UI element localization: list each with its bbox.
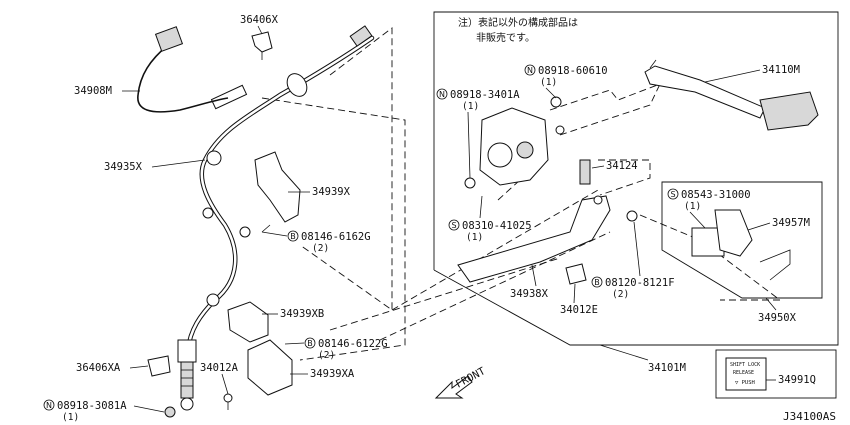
code: 08310-41025 [462, 220, 532, 232]
badge-prefix: N [527, 66, 533, 75]
note-line-1: 注）表記以外の構成部品は [458, 16, 578, 29]
label-34012E: 34012E [560, 304, 598, 316]
label-34124: 34124 [606, 160, 638, 172]
qty: (1) [540, 77, 557, 88]
label-36406X: 36406X [240, 14, 279, 26]
code: 08146-6122G [318, 338, 388, 350]
qty: (1) [466, 232, 483, 243]
bolt-08120-8121F [626, 210, 638, 222]
dashed-guides [261, 27, 782, 361]
diagram-id: J34100AS [783, 410, 836, 423]
nut-08918-3081A [164, 406, 176, 418]
lever-34110M [644, 59, 819, 131]
bolt-34012A [223, 393, 233, 410]
label-34939XA: 34939XA [310, 368, 355, 380]
label-08146-6122G: B 08146-6122G (2) [284, 337, 388, 361]
code: 08146-6162G [301, 231, 371, 243]
qty: (1) [62, 412, 79, 423]
solenoid-34957M [691, 209, 791, 281]
label-08310-41025: S 08310-41025 (1) [448, 195, 532, 243]
badge-prefix: B [594, 278, 600, 287]
shift-cable [177, 25, 375, 411]
label-08918-3401A: N 08918-3401A (1) [436, 88, 520, 179]
label-34101M: 34101M [648, 362, 686, 374]
base-34938X [457, 195, 611, 283]
qty: (2) [318, 350, 335, 361]
lever-mechanism [464, 96, 591, 189]
code: 08918-3401A [450, 89, 520, 101]
plate-line-3: ▽ PUSH [735, 380, 755, 386]
harness-34908M [137, 26, 229, 113]
label-34908M: 34908M [74, 85, 112, 97]
label-34012A: 34012A [200, 362, 239, 374]
note-line-2: 非販売です。 [476, 31, 535, 44]
subassembly-frame [661, 181, 823, 299]
label-34935X: 34935X [104, 161, 143, 173]
qty: (2) [312, 243, 329, 254]
code: 08543-31000 [681, 189, 751, 201]
label-08918-60610: N 08918-60610 (1) [524, 64, 608, 99]
qty: (1) [684, 201, 701, 212]
clip-36406XA [147, 355, 171, 377]
bracket-34939X [254, 151, 301, 233]
badge-prefix: S [451, 221, 456, 230]
badge-prefix: B [290, 232, 296, 241]
code: 08918-60610 [538, 65, 608, 77]
front-indicator: FRONT [434, 365, 488, 399]
label-08146-6162G: B 08146-6162G (2) [261, 230, 371, 254]
label-34110M: 34110M [762, 64, 800, 76]
label-36406XA: 36406XA [76, 362, 121, 374]
clip-34012E [565, 263, 587, 285]
assembly-frame [433, 11, 839, 361]
front-arrow-icon [434, 375, 473, 399]
label-34950X: 34950X [758, 312, 797, 324]
badge-prefix: S [670, 190, 675, 199]
plate-line-1: SHIFT LOCK [730, 362, 760, 368]
label-34939X: 34939X [312, 186, 351, 198]
plate-line-2: RELEASE [733, 370, 754, 376]
label-34939XB: 34939XB [280, 308, 324, 320]
badge-prefix: B [307, 339, 313, 348]
bracket-34939XB [227, 301, 269, 343]
code: 08918-3081A [57, 400, 127, 412]
label-34957M: 34957M [772, 217, 810, 229]
code: 08120-8121F [605, 277, 675, 289]
badge-prefix: N [46, 401, 52, 410]
front-label: FRONT [454, 365, 488, 391]
clip-36406X [251, 31, 273, 60]
label-34991Q: 34991Q [778, 374, 816, 386]
bracket-34939XA [247, 339, 293, 396]
label-08120-8121F: B 08120-8121F (2) [591, 221, 675, 300]
label-08543-31000: S 08543-31000 (1) [667, 188, 751, 229]
badge-prefix: N [439, 90, 445, 99]
qty: (2) [612, 289, 629, 300]
label-plate-34991Q: SHIFT LOCK RELEASE ▽ PUSH 34991Q [715, 349, 837, 399]
label-34938X: 34938X [510, 288, 549, 300]
label-08918-3081A: N 08918-3081A (1) [43, 399, 165, 423]
qty: (1) [462, 101, 479, 112]
